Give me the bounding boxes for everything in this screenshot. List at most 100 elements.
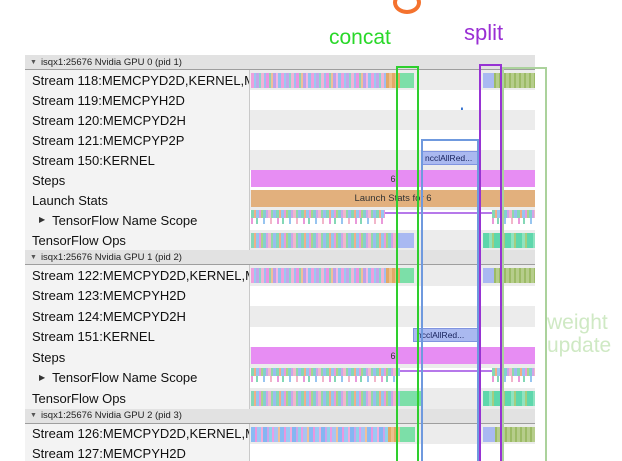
row-track	[249, 265, 535, 286]
row-track	[249, 110, 535, 130]
row-label-text: TensorFlow Name Scope	[52, 212, 198, 228]
timeline-event-olive[interactable]	[494, 73, 535, 88]
row-label: Stream 123:MEMCPYH2D	[25, 285, 249, 306]
row-label-text: Stream 122:MEMCPYD2D,KERNEL,MI	[32, 267, 249, 283]
track-row: Stream 120:MEMCPYD2H	[25, 110, 535, 130]
row-label: Stream 124:MEMCPYD2H	[25, 306, 249, 327]
timeline-event-dense-a[interactable]	[251, 268, 386, 283]
weight-update-annotation: weight update	[547, 311, 612, 357]
timeline-event-olive[interactable]	[495, 426, 535, 442]
row-label[interactable]: ▶ TensorFlow Name Scope	[25, 210, 249, 230]
row-track: 6	[249, 347, 535, 368]
section-header[interactable]: ▼isqx1:25676 Nvidia GPU 2 (pid 3)	[25, 408, 535, 424]
row-label-text: TensorFlow Ops	[32, 232, 126, 248]
track-row: Stream 119:MEMCPYH2D	[25, 90, 535, 110]
row-track: ncclAllRed...	[249, 150, 535, 170]
row-label: Stream 150:KERNEL	[25, 150, 249, 170]
row-label: TensorFlow Ops	[25, 388, 249, 409]
timeline-event-nccl-bar[interactable]: ncclAllRed...	[421, 151, 478, 165]
row-track: 6	[249, 170, 535, 190]
track-row: Stream 121:MEMCPYP2P	[25, 130, 535, 150]
timeline-event-ns[interactable]	[492, 367, 535, 382]
timeline-event-nsline[interactable]	[385, 212, 535, 214]
collapse-triangle-icon: ▼	[30, 253, 37, 261]
track-row: Stream 118:MEMCPYD2D,KERNEL,ME	[25, 70, 535, 90]
orange-letter-fragment-icon	[393, 0, 421, 14]
row-track: ncclAllRed...	[249, 326, 535, 347]
row-label-text: Steps	[32, 172, 66, 188]
track-row: TensorFlow Ops	[25, 230, 535, 250]
row-label: Stream 151:KERNEL	[25, 326, 249, 347]
expand-arrow-icon: ▶	[39, 215, 46, 224]
row-track: Launch Stats for 6	[249, 190, 535, 210]
row-track	[249, 423, 535, 444]
timeline-event-peri[interactable]	[483, 268, 494, 283]
timeline-event-steps[interactable]: 6	[251, 347, 535, 364]
row-track	[249, 230, 535, 250]
timeline-event-launch[interactable]: Launch Stats for 6	[251, 190, 535, 207]
row-label-text: Stream 151:KERNEL	[32, 329, 155, 345]
timeline-event-ns[interactable]	[251, 367, 400, 382]
timeline-event-tan[interactable]	[386, 73, 400, 88]
track-row: Steps 6	[25, 170, 535, 190]
row-label: Stream 121:MEMCPYP2P	[25, 130, 249, 150]
track-row: Stream 123:MEMCPYH2D	[25, 285, 535, 306]
row-track	[249, 367, 535, 388]
row-label: Stream 120:MEMCPYD2H	[25, 110, 249, 130]
timeline-event-seafoam[interactable]	[400, 73, 414, 88]
track-row: Stream 151:KERNEL ncclAllRed...	[25, 326, 535, 347]
timeline-event-dense-b[interactable]	[251, 426, 388, 442]
track-row: Stream 127:MEMCPYH2D	[25, 443, 535, 461]
row-track	[249, 285, 535, 306]
row-label-text: TensorFlow Name Scope	[52, 370, 198, 386]
row-track	[249, 130, 535, 150]
row-label-text: Stream 124:MEMCPYD2H	[32, 308, 186, 324]
timeline-event-seafoam[interactable]	[400, 391, 423, 406]
row-label: Steps	[25, 347, 249, 368]
collapse-triangle-icon: ▼	[30, 58, 37, 66]
row-track	[249, 210, 535, 230]
timeline-event-dense-a[interactable]	[251, 73, 386, 88]
section-header-label: isqx1:25676 Nvidia GPU 1 (pid 2)	[40, 251, 182, 263]
timeline-event-olive[interactable]	[494, 268, 535, 283]
row-label-text: TensorFlow Ops	[32, 390, 126, 406]
timeline-event-nccl-bar[interactable]: ncclAllRed...	[413, 327, 478, 342]
row-track	[249, 70, 535, 90]
timeline-event-ns[interactable]	[492, 210, 535, 224]
timeline-event-seafoam[interactable]	[400, 268, 414, 283]
track-row: Steps 6	[25, 347, 535, 368]
section-header[interactable]: ▼isqx1:25676 Nvidia GPU 1 (pid 2)	[25, 250, 535, 265]
concat-annotation: concat	[329, 26, 391, 49]
timeline-event-nsline[interactable]	[400, 369, 535, 372]
timeline-event-steps[interactable]: 6	[251, 170, 535, 187]
track-row: Stream 124:MEMCPYD2H	[25, 306, 535, 327]
row-track	[249, 443, 535, 461]
timeline-event-teal[interactable]	[483, 391, 535, 406]
timeline-event-tan[interactable]	[388, 426, 400, 442]
row-label: Stream 127:MEMCPYH2D	[25, 443, 249, 461]
timeline-event-peri[interactable]	[400, 233, 414, 248]
timeline-event-peri[interactable]	[483, 426, 495, 442]
row-label: TensorFlow Ops	[25, 230, 249, 250]
row-label: Stream 119:MEMCPYH2D	[25, 90, 249, 110]
trace-table: ▼isqx1:25676 Nvidia GPU 0 (pid 1) Stream …	[25, 55, 535, 461]
timeline-event-dense-c[interactable]	[251, 391, 400, 406]
row-label-text: Steps	[32, 349, 66, 365]
timeline-event-dense-c[interactable]	[251, 233, 400, 248]
section-header[interactable]: ▼isqx1:25676 Nvidia GPU 0 (pid 1)	[25, 55, 535, 70]
track-row: ▶TensorFlow Name Scope	[25, 367, 535, 388]
timeline-event-peri[interactable]	[483, 73, 494, 88]
timeline-event-seafoam[interactable]	[400, 426, 415, 442]
section-header-label: isqx1:25676 Nvidia GPU 2 (pid 3)	[40, 410, 182, 421]
row-label: Launch Stats	[25, 190, 249, 210]
timeline-event-teal[interactable]	[483, 233, 535, 248]
track-row: Stream 126:MEMCPYD2D,KERNEL,MI	[25, 423, 535, 444]
row-label[interactable]: ▶TensorFlow Name Scope	[25, 367, 249, 388]
row-track	[249, 388, 535, 409]
row-label-text: Stream 120:MEMCPYD2H	[32, 112, 186, 128]
row-label-text: Stream 118:MEMCPYD2D,KERNEL,ME	[32, 72, 249, 88]
timeline-event-ns[interactable]	[251, 210, 385, 224]
timeline-event-tan[interactable]	[386, 268, 400, 283]
